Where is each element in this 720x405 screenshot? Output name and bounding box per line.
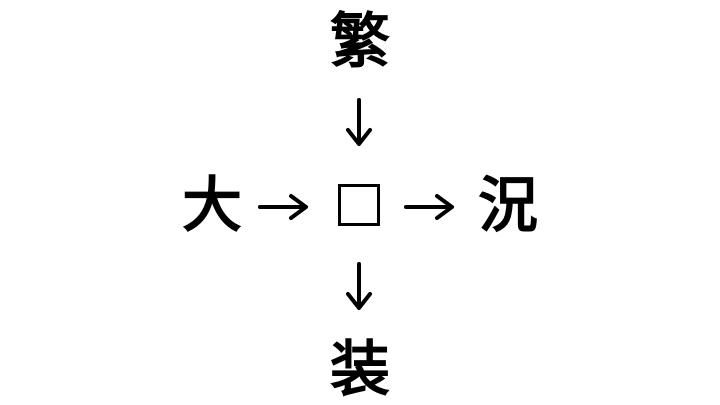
arrow-right-icon xyxy=(258,194,308,220)
arrow-right-icon xyxy=(404,194,454,220)
blank-square-icon xyxy=(338,184,380,226)
kanji-bottom: 装 xyxy=(330,335,390,405)
arrow-down-icon xyxy=(346,98,372,146)
kanji-top: 繁 xyxy=(330,7,390,77)
arrow-down-icon xyxy=(346,262,372,310)
kanji-left: 大 xyxy=(182,171,242,241)
kanji-right: 況 xyxy=(478,171,538,241)
